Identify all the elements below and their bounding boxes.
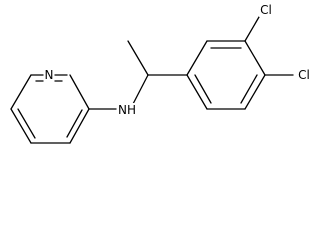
bond bbox=[186, 40, 208, 76]
label-halo bbox=[43, 68, 55, 82]
double-bond-inner bbox=[240, 74, 258, 104]
label-halo bbox=[259, 3, 273, 17]
label-halo bbox=[117, 103, 137, 117]
label-halo bbox=[297, 68, 311, 82]
double-bond-inner bbox=[17, 108, 36, 139]
pyridine-nitrogen-label: N bbox=[45, 68, 54, 82]
pyridine-ring bbox=[10, 74, 90, 144]
bond bbox=[132, 74, 149, 105]
methyl-bond bbox=[127, 40, 149, 76]
bond bbox=[69, 108, 90, 144]
bond bbox=[244, 74, 266, 110]
chemical-structure: N NH Cl Cl bbox=[10, 3, 311, 144]
chloro-bond bbox=[244, 16, 260, 42]
double-bond-inner bbox=[66, 109, 83, 138]
linker bbox=[88, 40, 188, 110]
amine-nh-label: NH bbox=[118, 103, 136, 117]
double-bond-inner bbox=[194, 74, 212, 104]
dichlorophenyl-ring bbox=[186, 16, 294, 110]
chlorine-meta-label: Cl bbox=[260, 3, 272, 17]
bond bbox=[10, 108, 32, 144]
bond bbox=[10, 74, 32, 110]
bond bbox=[186, 74, 208, 110]
chlorine-para-label: Cl bbox=[298, 68, 310, 82]
bond bbox=[69, 74, 90, 110]
bond bbox=[244, 40, 266, 76]
